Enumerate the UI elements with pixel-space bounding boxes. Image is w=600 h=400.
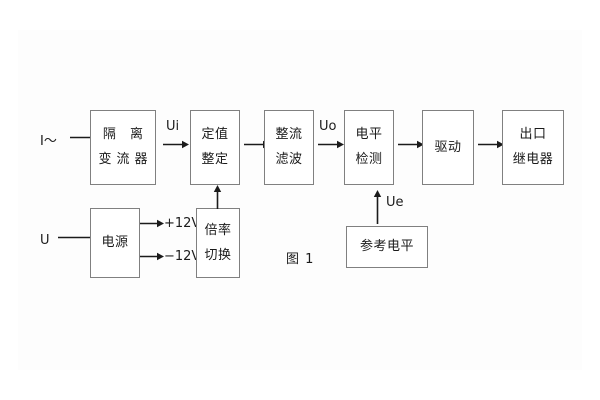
arrow-power-supply-to-negative-rail <box>140 252 164 261</box>
signal-uo-label: Uo <box>319 119 337 134</box>
signal-ue-label: Ue <box>386 195 404 210</box>
arrow-drive-to-output-relay <box>478 140 504 149</box>
block-setting-line-1: 定值 <box>201 127 229 143</box>
block-rectifier-line-2: 滤波 <box>275 152 303 167</box>
block-multiplier-switch[interactable]: 倍率 切换 <box>196 208 240 278</box>
block-multiplier-switch-line-2: 切换 <box>204 247 232 263</box>
arrow-reference-level-to-level-detect <box>373 190 382 224</box>
block-reference-level[interactable]: 参考电平 <box>346 226 428 268</box>
block-power-supply[interactable]: 电源 <box>90 208 140 278</box>
block-isolation[interactable]: 隔 离 变流器 <box>90 110 156 185</box>
rail-positive-label: +12V <box>164 216 201 231</box>
block-reference-level-line-1: 参考电平 <box>359 239 414 255</box>
diagram-frame: I～ 隔 离 变流器 Ui 定值 整定 整流 <box>18 30 582 370</box>
block-isolation-line-1: 隔 离 <box>102 127 149 143</box>
block-output-relay-line-1: 出口 <box>519 127 547 143</box>
rail-negative-label: −12V <box>164 249 201 264</box>
current-input-label: I～ <box>40 134 57 149</box>
arrow-level-detect-to-drive <box>398 140 424 149</box>
block-output-relay-line-2: 继电器 <box>512 152 554 167</box>
signal-ui-label: Ui <box>166 119 180 134</box>
block-isolation-line-2: 变流器 <box>98 152 153 167</box>
block-level-detect[interactable]: 电平 检测 <box>344 110 394 185</box>
block-setting[interactable]: 定值 整定 <box>190 110 240 185</box>
arrow-isolation-to-setting <box>163 140 189 149</box>
block-level-detect-line-2: 检测 <box>355 152 383 167</box>
block-multiplier-switch-line-1: 倍率 <box>204 222 232 238</box>
block-drive-line-1: 驱动 <box>434 139 462 155</box>
block-level-detect-line-1: 电平 <box>355 127 383 143</box>
arrow-power-supply-to-positive-rail <box>140 219 164 228</box>
block-drive[interactable]: 驱动 <box>422 110 474 185</box>
figure-caption: 图 1 <box>286 252 315 267</box>
arrow-rectifier-to-level-detect <box>318 140 344 149</box>
block-power-supply-line-1: 电源 <box>101 235 129 251</box>
block-rectifier-line-1: 整流 <box>275 127 303 143</box>
arrow-multiplier-switch-to-setting <box>213 185 222 209</box>
block-setting-line-2: 整定 <box>201 152 229 167</box>
voltage-input-label: U <box>40 233 50 248</box>
block-output-relay[interactable]: 出口 继电器 <box>502 110 564 185</box>
block-rectifier[interactable]: 整流 滤波 <box>264 110 314 185</box>
